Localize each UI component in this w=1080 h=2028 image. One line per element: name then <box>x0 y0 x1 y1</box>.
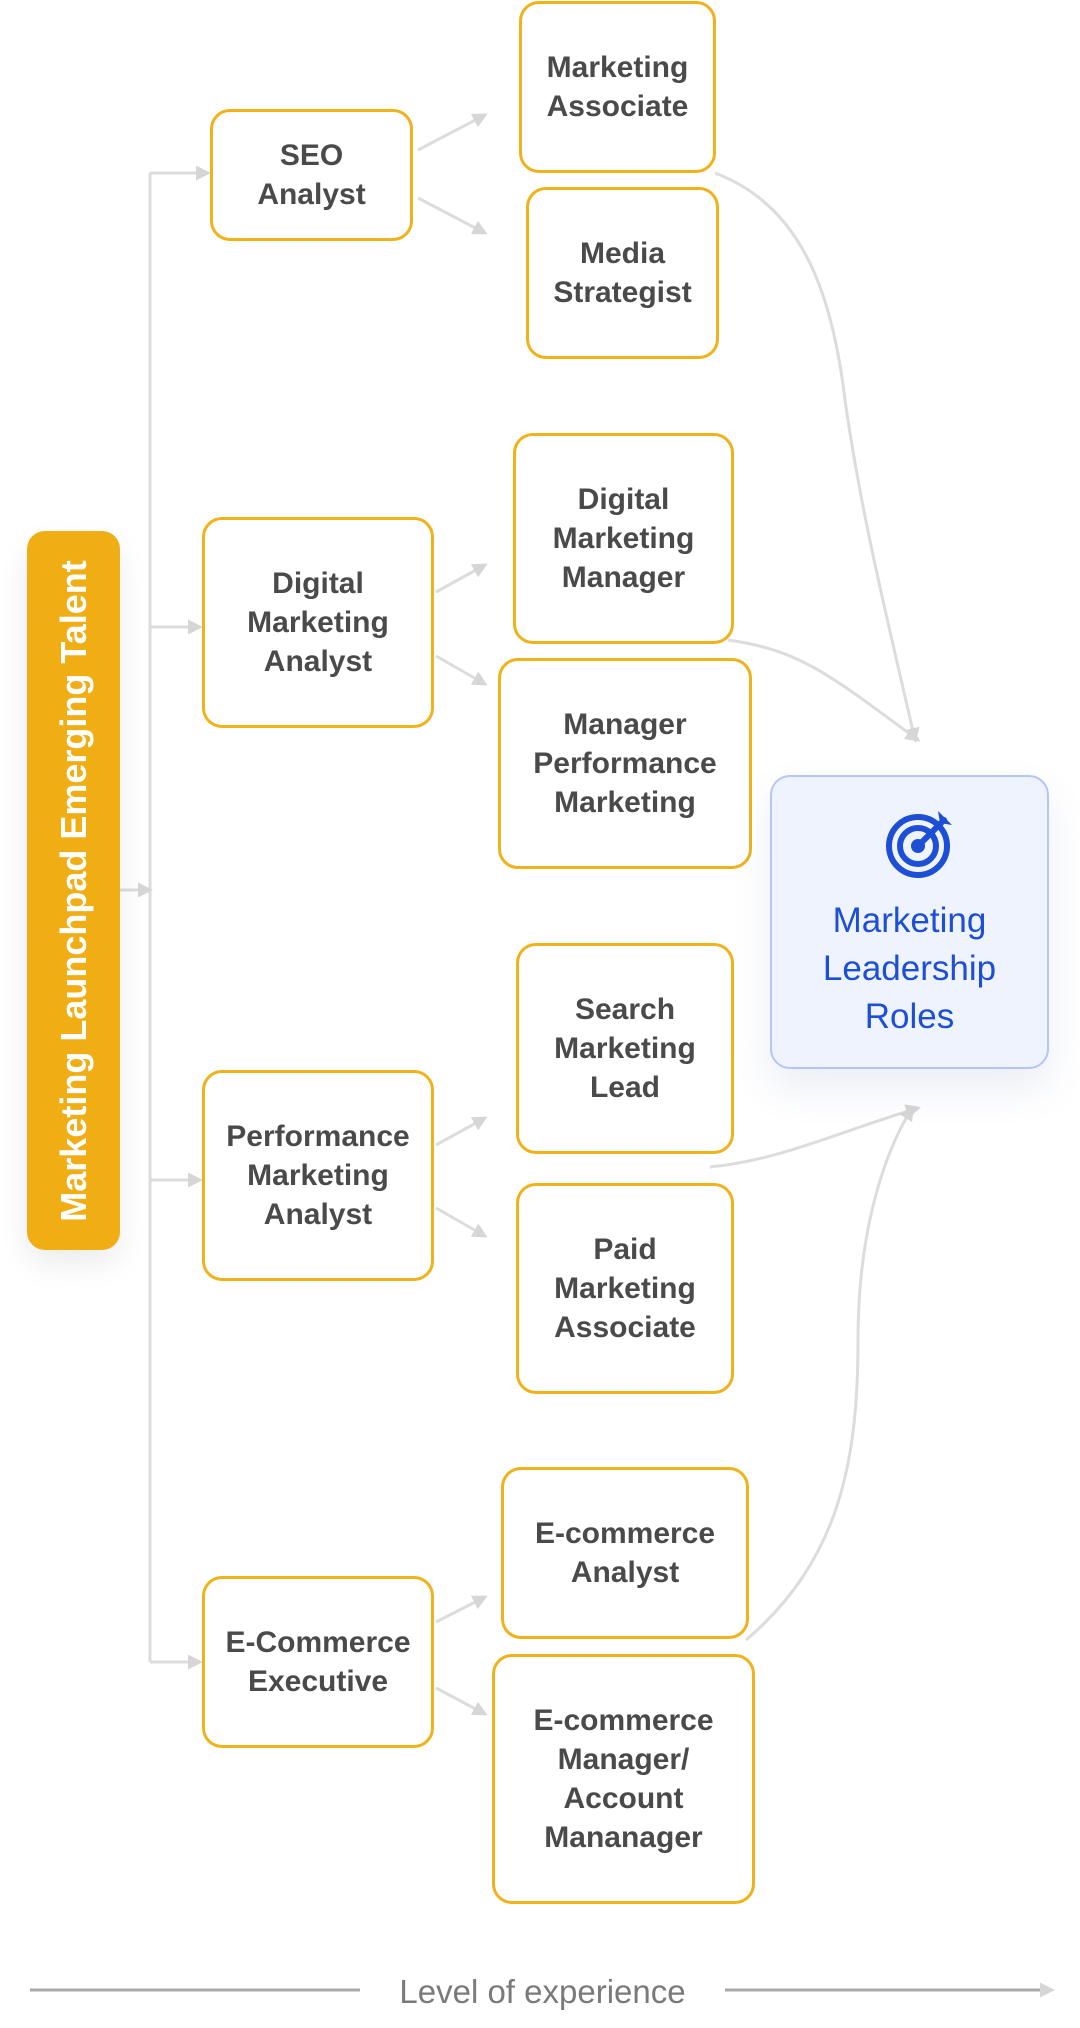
arrow-seo-associate <box>417 113 488 152</box>
axis-label: Level of experience <box>360 1968 725 2016</box>
tier1-node-seo-analyst: SEO Analyst <box>210 109 413 241</box>
arrow-performance-paid <box>435 1206 488 1238</box>
tier2-node-media-strategist: Media Strategist <box>526 187 719 359</box>
target-icon <box>886 811 952 878</box>
tier2-node-ecommerce-manager: E-commerce Manager/ Account Mananager <box>492 1654 755 1904</box>
node-label: Paid Marketing Associate <box>554 1233 696 1344</box>
arrow-ecommerce-manager <box>435 1686 488 1716</box>
arrow-digital-performance <box>435 654 488 686</box>
node-label: Digital Marketing Analyst <box>247 567 389 678</box>
start-node-label: Marketing Launchpad Emerging Talent <box>52 559 94 1222</box>
tier2-node-marketing-associate: Marketing Associate <box>519 1 716 173</box>
node-label: E-commerce Analyst <box>534 1517 716 1589</box>
tier2-node-digital-marketing-manager: Digital Marketing Manager <box>513 433 734 644</box>
tier2-node-ecommerce-analyst: E-commerce Analyst <box>501 1467 749 1639</box>
tier1-node-digital-marketing-analyst: Digital Marketing Analyst <box>202 517 434 728</box>
goal-node-label: Marketing Leadership Roles <box>822 901 997 1036</box>
arrow-ecommerce-analyst <box>435 1595 488 1624</box>
tier2-node-paid-marketing-associate: Paid Marketing Associate <box>516 1183 734 1394</box>
curve-analyst-goal <box>745 1105 914 1642</box>
node-label: SEO Analyst <box>257 139 366 211</box>
curve-search-goal <box>709 1104 921 1169</box>
node-label: Performance Marketing Analyst <box>226 1120 410 1231</box>
node-label: Marketing Associate <box>546 51 689 123</box>
node-label: Digital Marketing Manager <box>552 483 695 594</box>
tier2-node-search-marketing-lead: Search Marketing Lead <box>516 943 734 1154</box>
tier2-node-manager-performance-marketing: Manager Performance Marketing <box>498 658 752 869</box>
start-node: Marketing Launchpad Emerging Talent <box>27 531 120 1250</box>
node-label: Manager Performance Marketing <box>533 708 717 819</box>
tier1-node-ecommerce-executive: E-Commerce Executive <box>202 1576 434 1748</box>
goal-node: Marketing Leadership Roles <box>770 775 1049 1069</box>
tier1-node-performance-marketing-analyst: Performance Marketing Analyst <box>202 1070 434 1281</box>
node-label: E-Commerce Executive <box>225 1626 411 1698</box>
node-label: E-commerce Manager/ Account Mananager <box>533 1704 714 1854</box>
node-label: Media Strategist <box>553 237 692 309</box>
arrow-digital-manager <box>435 563 488 594</box>
arrow-performance-search <box>435 1116 488 1147</box>
arrow-seo-strategist <box>417 196 488 235</box>
curve-manager-goal <box>727 638 921 742</box>
node-label: Search Marketing Lead <box>554 993 696 1104</box>
curve-associate-goal <box>714 171 920 743</box>
